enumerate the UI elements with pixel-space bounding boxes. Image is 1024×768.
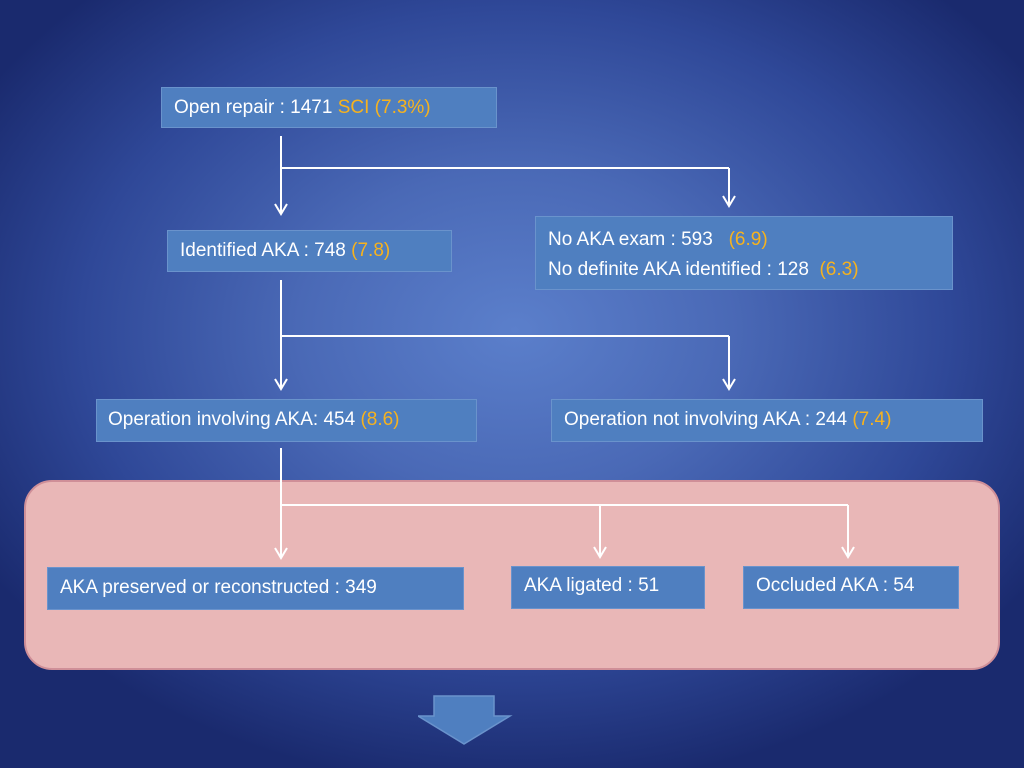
node-operation-not-involving-aka: Operation not involving AKA : 244 (7.4) [551,399,983,442]
node-label: No definite AKA identified : 128 [548,259,820,280]
node-occluded-aka: Occluded AKA : 54 [743,566,959,609]
node-aka-preserved: AKA preserved or reconstructed : 349 [47,567,464,610]
node-open-repair: Open repair : 1471 SCI (7.3%) [161,87,497,128]
no-aka-exam-line: No AKA exam : 593 (6.9) [548,225,940,255]
node-value: SCI (7.3%) [337,97,431,118]
node-label: Operation not involving AKA : 244 [564,409,853,430]
node-label: Occluded AKA : 54 [756,575,915,596]
node-aka-ligated: AKA ligated : 51 [511,566,705,609]
down-arrow-icon [418,695,513,745]
node-label: No AKA exam : 593 [548,229,729,250]
node-label: Operation involving AKA: 454 [108,409,361,430]
node-value: (7.8) [351,240,391,261]
node-label: Open repair : 1471 [174,97,338,118]
node-value: (6.3) [819,259,859,280]
no-definite-aka-line: No definite AKA identified : 128 (6.3) [548,255,940,285]
node-operation-involving-aka: Operation involving AKA: 454 (8.6) [96,399,477,442]
node-value: (7.4) [852,409,892,430]
node-value: (6.9) [728,229,768,250]
node-no-aka: No AKA exam : 593 (6.9) No definite AKA … [535,216,953,290]
node-label: AKA preserved or reconstructed : 349 [60,577,377,598]
node-label: AKA ligated : 51 [524,575,660,596]
node-label: Identified AKA : 748 [180,240,352,261]
node-value: (8.6) [360,409,400,430]
node-identified-aka: Identified AKA : 748 (7.8) [167,230,452,272]
